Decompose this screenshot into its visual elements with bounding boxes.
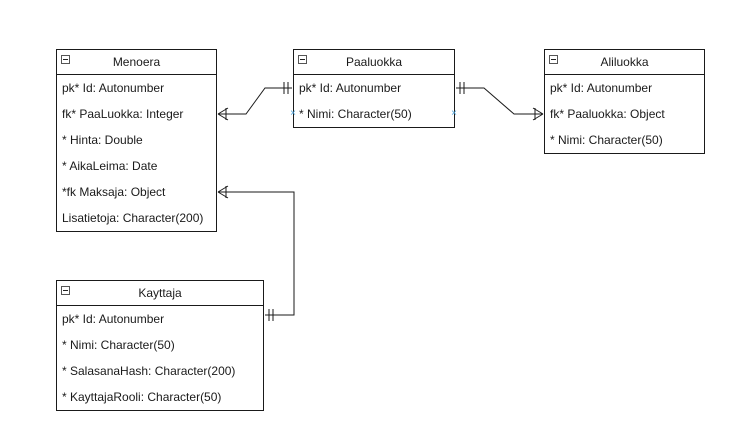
- port-marker-left[interactable]: ×: [290, 108, 296, 119]
- entity-header: Aliluokka: [545, 50, 704, 75]
- entity-title: Paaluokka: [345, 55, 403, 69]
- collapse-icon[interactable]: [61, 286, 70, 295]
- crowfoot-menoera-top: [217, 107, 229, 115]
- attribute-row[interactable]: pk* Id: Autonumber: [299, 81, 402, 95]
- collapse-icon[interactable]: [298, 55, 307, 64]
- attribute-row[interactable]: * Hinta: Double: [62, 133, 143, 147]
- crowfoot-menoera-maksaja-bottom: [217, 191, 229, 199]
- attribute-row[interactable]: * KayttajaRooli: Character(50): [62, 390, 222, 404]
- port-marker-right[interactable]: ×: [451, 108, 457, 119]
- rel-menoera-paaluokka: [217, 82, 292, 121]
- attribute-row[interactable]: * SalasanaHash: Character(200): [62, 364, 236, 378]
- attribute-row[interactable]: pk* Id: Autonumber: [62, 312, 165, 326]
- entity-title: Kayttaja: [138, 286, 182, 300]
- entity-header: Kayttaja: [57, 281, 263, 306]
- entity-title: Menoera: [112, 55, 161, 69]
- crowfoot-aliluokka-top: [532, 107, 544, 115]
- entity-menoera[interactable]: Menoera pk* Id: Autonumber fk* PaaLuokka…: [56, 49, 217, 232]
- entity-paaluokka[interactable]: Paaluokka pk* Id: Autonumber * Nimi: Cha…: [293, 49, 455, 128]
- attribute-row[interactable]: *fk Maksaja: Object: [62, 185, 166, 199]
- entity-header: Paaluokka: [294, 50, 454, 75]
- attribute-row[interactable]: pk* Id: Autonumber: [550, 81, 653, 95]
- attribute-row[interactable]: fk* Paaluokka: Object: [550, 107, 665, 121]
- crowfoot-menoera-bottom: [217, 113, 229, 121]
- attribute-row[interactable]: * AikaLeima: Date: [62, 159, 158, 173]
- rel-paaluokka-aliluokka: [456, 82, 544, 121]
- attribute-row[interactable]: * Nimi: Character(50): [550, 133, 663, 147]
- crowfoot-aliluokka-bottom: [532, 113, 544, 121]
- entity-title: Aliluokka: [600, 55, 649, 69]
- attribute-row[interactable]: pk* Id: Autonumber: [62, 81, 165, 95]
- entity-aliluokka[interactable]: Aliluokka pk* Id: Autonumber fk* Paaluok…: [544, 49, 705, 154]
- attribute-row[interactable]: * Nimi: Character(50): [62, 338, 175, 352]
- attribute-row[interactable]: fk* PaaLuokka: Integer: [62, 107, 184, 121]
- entity-kayttaja[interactable]: Kayttaja pk* Id: Autonumber * Nimi: Char…: [56, 280, 264, 411]
- attribute-row[interactable]: * Nimi: Character(50): [299, 107, 412, 121]
- collapse-icon[interactable]: [61, 55, 70, 64]
- crowfoot-menoera-maksaja-top: [217, 185, 229, 193]
- collapse-icon[interactable]: [549, 55, 558, 64]
- attribute-row[interactable]: Lisatietoja: Character(200): [62, 211, 204, 225]
- entity-header: Menoera: [57, 50, 216, 75]
